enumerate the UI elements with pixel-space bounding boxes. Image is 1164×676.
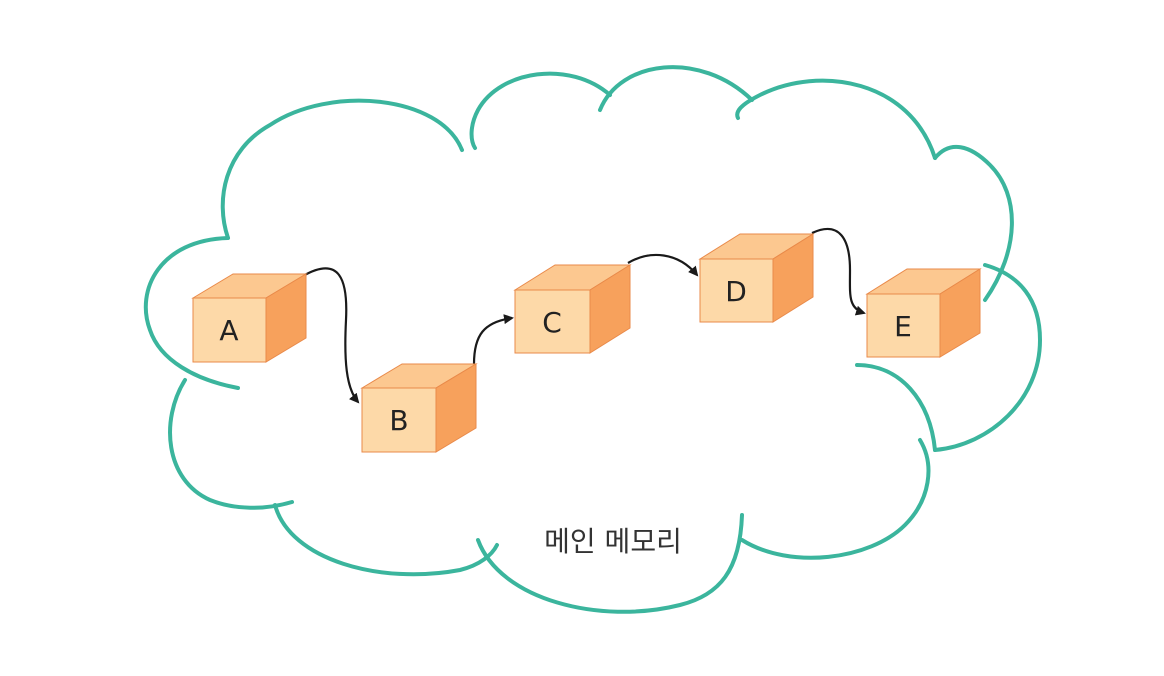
node-box-d: D (698, 233, 815, 323)
box-front-face (866, 293, 941, 358)
link-arrow-d-e (811, 227, 866, 316)
box-front-face (699, 258, 774, 323)
node-box-e: E (865, 268, 982, 358)
links (302, 227, 866, 404)
node-label-a: A (219, 314, 238, 347)
main-memory-label: 메인 메모리 (544, 525, 682, 558)
link-arrow-a-b (302, 267, 360, 404)
link-arrow-b-c (472, 314, 514, 365)
box-front-face (192, 297, 267, 363)
node-box-b: B (360, 363, 478, 453)
box-front-face (361, 387, 437, 453)
node-box-c: C (513, 264, 632, 354)
node-label-b: B (389, 404, 408, 437)
node-label-e: E (894, 310, 912, 343)
node-label-c: C (542, 306, 562, 339)
link-arrow-c-d (627, 253, 699, 277)
node-box-a: A (191, 273, 308, 363)
node-label-d: D (725, 275, 747, 308)
main-memory-cloud (143, 65, 1043, 614)
box-front-face (514, 289, 591, 354)
